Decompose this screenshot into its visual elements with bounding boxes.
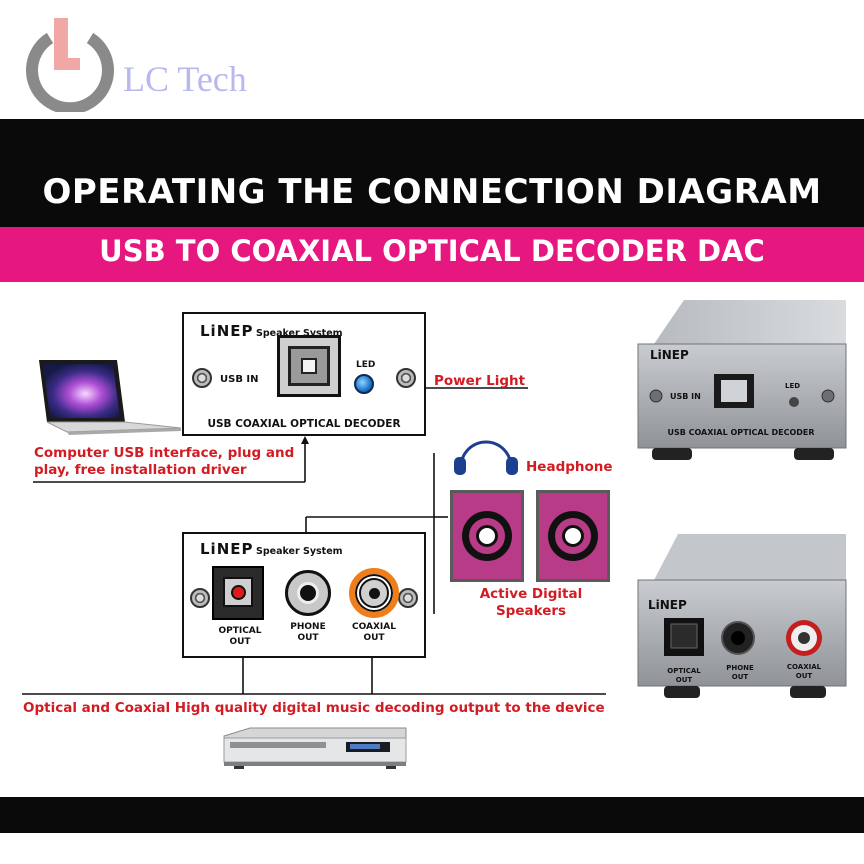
coaxial-out-label-1: COAXIAL xyxy=(352,622,396,632)
power-light-callout: Power Light xyxy=(434,373,526,389)
speakers-callout-1: Active Digital xyxy=(479,586,583,602)
photo-brand: LiNEP xyxy=(648,598,687,612)
page-title: OPERATING THE CONNECTION DIAGRAM xyxy=(42,172,822,212)
speakers-callout-2: Speakers xyxy=(495,603,567,619)
usb-b-port xyxy=(277,335,341,397)
panel-brand-suffix: Speaker System xyxy=(256,546,343,557)
headphone-callout: Headphone xyxy=(526,459,613,475)
photo-optical-label-1: OPTICAL xyxy=(667,667,701,675)
optical-out-label-1: OPTICAL xyxy=(218,626,262,636)
panel-caption: USB COAXIAL OPTICAL DECODER xyxy=(207,418,401,430)
product-photo-rear: LiNEP OPTICAL OUT PHONE OUT COAXIAL OUT xyxy=(634,530,848,702)
optical-port xyxy=(212,566,264,620)
optical-out-label-2: OUT xyxy=(229,637,251,647)
screw-icon xyxy=(396,368,416,388)
coaxial-out-label-2: OUT xyxy=(363,633,385,643)
screw-icon xyxy=(192,368,212,388)
phone-port xyxy=(285,570,331,616)
speaker-icon xyxy=(536,490,610,582)
usb-input-panel: LiNEP Speaker System USB IN LED USB COAX… xyxy=(182,312,426,436)
output-panel: LiNEP Speaker System OPTICAL OUT PHONE O… xyxy=(182,532,426,658)
footer-bar xyxy=(0,797,864,833)
panel-brand: LiNEP xyxy=(200,322,254,340)
coaxial-port xyxy=(349,568,399,618)
dvd-player-icon xyxy=(223,727,407,769)
photo-optical-label-2: OUT xyxy=(675,676,693,684)
computer-usb-callout-2: play, free installation driver xyxy=(34,462,247,478)
brand-logo xyxy=(20,16,280,115)
output-callout: Optical and Coaxial High quality digital… xyxy=(23,700,605,716)
title-banner xyxy=(0,119,864,227)
phone-out-label-2: OUT xyxy=(297,633,319,643)
power-logo-icon xyxy=(26,18,114,115)
screw-icon xyxy=(190,588,210,608)
laptop-icon xyxy=(39,360,182,435)
headphone-icon xyxy=(454,440,518,475)
subtitle-banner xyxy=(0,227,864,282)
photo-phone-label-2: OUT xyxy=(731,673,749,681)
speaker-icon xyxy=(450,490,524,582)
led-indicator xyxy=(354,374,374,394)
photo-coaxial-label-1: COAXIAL xyxy=(786,663,822,671)
photo-coaxial-label-2: OUT xyxy=(795,672,813,680)
brand-name: LC Tech xyxy=(123,59,247,99)
screw-icon xyxy=(398,588,418,608)
photo-caption: USB COAXIAL OPTICAL DECODER xyxy=(667,428,815,437)
photo-phone-label-1: PHONE xyxy=(726,664,754,672)
page-subtitle: USB TO COAXIAL OPTICAL DECODER DAC xyxy=(99,234,765,268)
led-label: LED xyxy=(356,360,376,370)
panel-brand: LiNEP xyxy=(200,540,254,558)
computer-usb-callout-1: Computer USB interface, plug and xyxy=(34,445,295,461)
photo-led-label: LED xyxy=(785,382,801,390)
panel-brand-suffix: Speaker System xyxy=(256,328,343,339)
usb-in-label: USB IN xyxy=(220,374,259,385)
photo-brand: LiNEP xyxy=(650,348,689,362)
photo-usb-label: USB IN xyxy=(670,392,701,401)
product-photo-front: LiNEP USB IN LED USB COAXIAL OPTICAL DEC… xyxy=(634,296,848,464)
phone-out-label-1: PHONE xyxy=(290,622,326,632)
